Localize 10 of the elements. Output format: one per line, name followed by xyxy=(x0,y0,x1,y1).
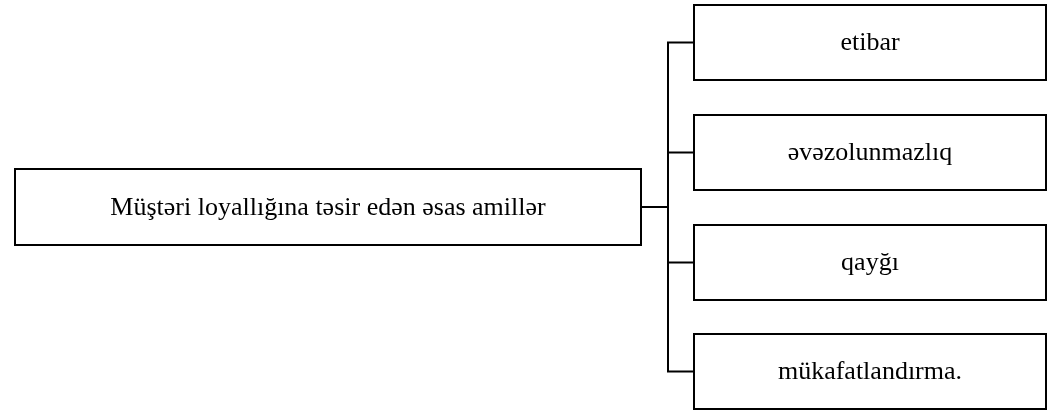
box-label: mükafatlandırma. xyxy=(777,355,963,388)
text-box xyxy=(14,168,642,246)
box-label: etibar xyxy=(840,26,900,59)
text-box xyxy=(693,4,1047,81)
box-label: qayğı xyxy=(841,246,899,279)
box-label: əvəzolunmazlıq xyxy=(787,136,953,169)
box-label: Müştəri loyallığına təsir edən əsas amillər xyxy=(110,190,546,223)
text-box xyxy=(693,333,1047,410)
text-box xyxy=(693,224,1047,301)
text-box xyxy=(693,114,1047,191)
